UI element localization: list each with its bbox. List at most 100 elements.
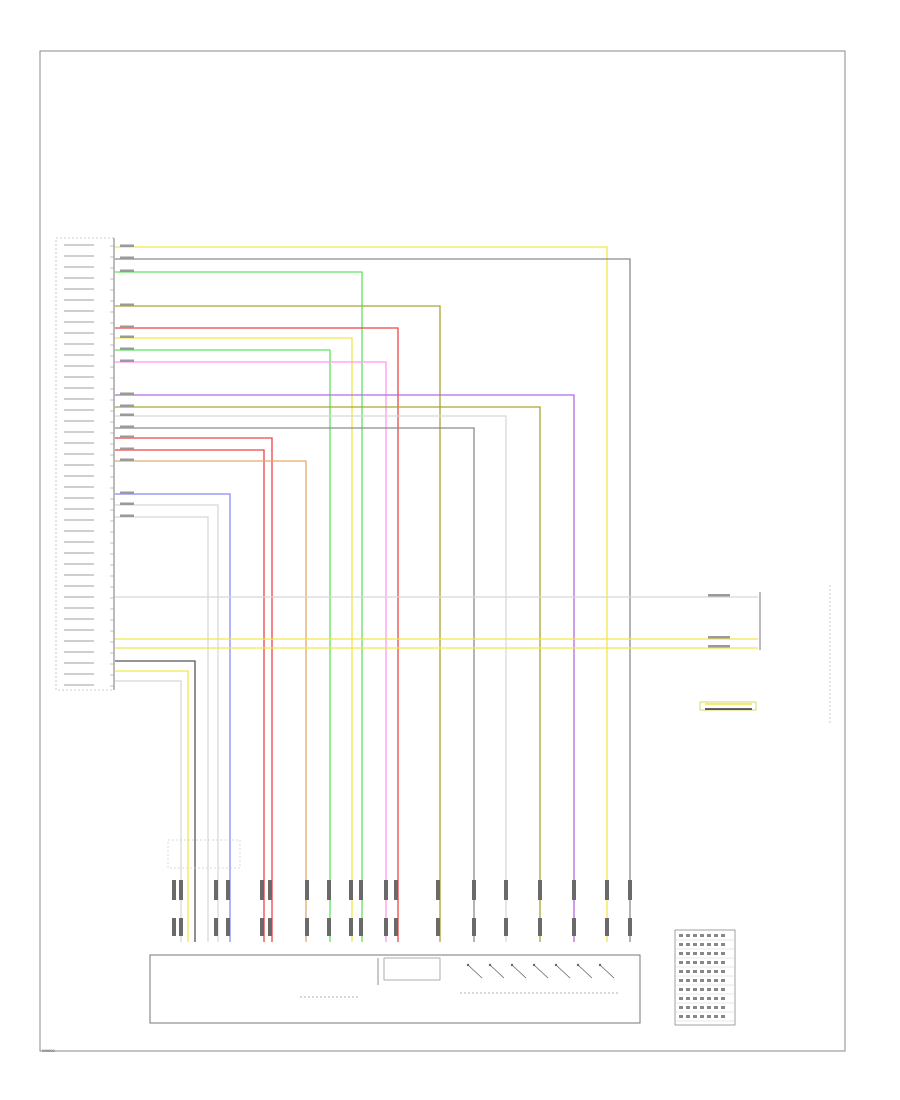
legend-cell: [721, 997, 725, 1000]
legend-cell: [700, 988, 704, 991]
connector-lower-17: [572, 918, 576, 936]
legend-cell: [679, 934, 683, 937]
legend-cell: [714, 1015, 718, 1018]
legend-cell: [721, 934, 725, 937]
wire-13: [115, 437, 273, 942]
connector-upper-2: [179, 880, 183, 900]
connector-upper-1: [172, 880, 176, 900]
legend-cell: [679, 1015, 683, 1018]
module-pin-label-mark: [64, 409, 94, 411]
legend-cell: [700, 970, 704, 973]
legend-cell: [693, 979, 697, 982]
wire-label-mark-10: [120, 404, 134, 407]
switch-contact-6: [576, 963, 580, 967]
module-pin-label-mark: [64, 607, 94, 609]
module-pin-label-mark: [64, 475, 94, 477]
legend-cell: [707, 979, 711, 982]
wire-label-mark-11: [120, 413, 134, 416]
module-pin-label-mark: [64, 464, 94, 466]
legend-cell: [686, 961, 690, 964]
wire-label-mark-1: [120, 244, 134, 247]
wire-17: [115, 504, 219, 942]
legend-cell: [679, 988, 683, 991]
connector-upper-15: [504, 880, 508, 900]
legend-cell: [700, 1015, 704, 1018]
switch-contact-7: [598, 963, 602, 967]
wire-label-mark-18: [120, 514, 134, 517]
wire-7: [115, 349, 331, 942]
switch-symbol-7: [599, 964, 615, 979]
lower-wire-3: [115, 680, 182, 942]
switch-contact-5: [554, 963, 558, 967]
connector-upper-12: [394, 880, 398, 900]
legend-cell: [721, 970, 725, 973]
wire-label-mark-12: [120, 425, 134, 428]
module-pin-label-mark: [64, 519, 94, 521]
legend-cell: [707, 961, 711, 964]
legend-cell: [700, 934, 704, 937]
legend-rows: [675, 934, 735, 1022]
module-pin-label-mark: [64, 552, 94, 554]
right-wire-label-mark-1: [708, 594, 730, 597]
legend-cell: [721, 952, 725, 955]
connector-lower-13: [436, 918, 440, 936]
legend-cell: [707, 943, 711, 946]
legend-cell: [714, 961, 718, 964]
connector-lower-5: [260, 918, 264, 936]
wire-11: [115, 415, 507, 942]
legend-cell: [686, 997, 690, 1000]
switch-symbol-3: [511, 964, 527, 979]
module-pin-label-mark: [64, 684, 94, 686]
switch-symbol-4: [533, 964, 549, 979]
legend-cell: [721, 943, 725, 946]
connector-upper-13: [436, 880, 440, 900]
right-wire-label-mark-2: [708, 636, 730, 639]
module-pin-label-mark: [64, 585, 94, 587]
wire-4: [115, 305, 441, 942]
connector-upper-6: [268, 880, 272, 900]
module-pin-label-mark: [64, 453, 94, 455]
connector-upper-11: [384, 880, 388, 900]
right-module: [699, 585, 831, 725]
connector-upper-3: [214, 880, 218, 900]
switch-symbol-6: [577, 964, 593, 979]
wire-16: [115, 493, 231, 942]
module-pin-label-mark: [64, 354, 94, 356]
legend-cell: [707, 1015, 711, 1018]
legend-cell: [714, 943, 718, 946]
connector-upper-7: [305, 880, 309, 900]
legend-cell: [686, 979, 690, 982]
legend-cell: [693, 943, 697, 946]
legend-cell: [686, 934, 690, 937]
wire-label-mark-6: [120, 335, 134, 338]
module-pin-label-mark: [64, 640, 94, 642]
wire-8: [115, 361, 387, 942]
connector-lower-10: [359, 918, 363, 936]
wire-label-mark-17: [120, 502, 134, 505]
module-pin-label-mark: [64, 255, 94, 257]
module-pin-label-mark: [64, 321, 94, 323]
legend-cell: [714, 997, 718, 1000]
wire-9: [115, 394, 575, 942]
wire-10: [115, 406, 541, 942]
legend-cell: [700, 961, 704, 964]
module-pin-label-mark: [64, 420, 94, 422]
module-pin-label-mark: [64, 574, 94, 576]
connector-lower-9: [349, 918, 353, 936]
legend-cell: [707, 934, 711, 937]
connector-upper-10: [359, 880, 363, 900]
legend-cell: [700, 979, 704, 982]
wire-label-mark-4: [120, 303, 134, 306]
module-pin-label-mark: [64, 343, 94, 345]
module-pin-label-mark: [64, 530, 94, 532]
legend-cell: [686, 1015, 690, 1018]
module-pin-label-mark: [64, 288, 94, 290]
legend-cell: [700, 997, 704, 1000]
module-pin-label-mark: [64, 244, 94, 246]
wire-14: [115, 449, 265, 942]
wire-label-mark-15: [120, 458, 134, 461]
legend-cell: [686, 952, 690, 955]
connector-upper-4: [226, 880, 230, 900]
diagram-code: W0000: [42, 1048, 55, 1053]
